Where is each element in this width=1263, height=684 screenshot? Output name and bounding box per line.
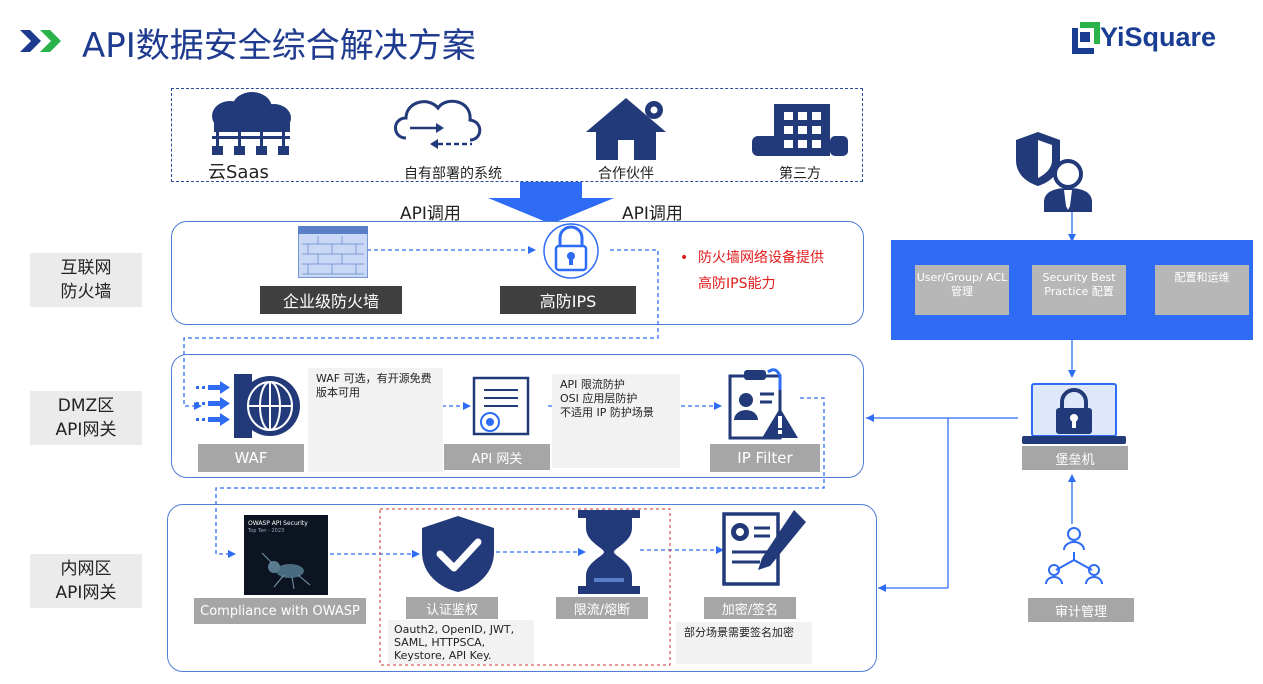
ips-label: 高防IPS [500,286,636,314]
hourglass-icon [578,510,640,594]
laptop-lock-icon [1022,383,1126,444]
zone-label-dmz: DMZ区 API网关 [30,391,142,445]
admin-item-acl: User/Group/ ACL 管理 [915,265,1009,315]
waf-note: WAF 可选，有开源免费版本可用 [308,368,443,472]
house-gear-icon [586,98,666,160]
api-call-label-right: API调用 [622,204,683,224]
gateway-note: API 限流防护 OSI 应用层防护 不适用 IP 防护场景 [552,374,680,468]
owasp-badge: OWASP API Security Top Ten - 2023 [244,515,328,595]
gateway-note-line3: 不适用 IP 防护场景 [560,406,654,419]
building-icon [752,104,848,156]
sources-box [171,88,863,182]
source-label-partner: 合作伙伴 [598,166,654,182]
certificate-icon [472,376,530,436]
zone-label-intranet-line2: API网关 [55,583,117,603]
waf-globe-icon [234,374,300,438]
api-gateway-label: API 网关 [444,444,550,470]
encrypt-label: 加密/签名 [704,597,796,619]
admin-item-ops: 配置和运维 [1155,265,1249,315]
waf-label: WAF [198,444,304,472]
owasp-label: Compliance with OWASP [194,598,366,624]
cloud-network-icon [212,92,291,155]
zone-label-intranet: 内网区 API网关 [30,554,142,608]
ip-filter-label: IP Filter [710,444,820,472]
lock-shield-icon [543,223,599,279]
bullet-icon: • [680,250,689,266]
owasp-badge-sub: Top Ten - 2023 [248,528,285,534]
zone-label-intranet-line1: 内网区 [60,559,112,579]
encrypt-note: 部分场景需要签名加密 [676,622,812,664]
internet-note-text2: 高防IPS能力 [698,276,776,292]
internet-note-line1: • 防火墙网络设备提供 [680,245,824,271]
page-title: API数据安全综合解决方案 [82,26,476,66]
cloud-sync-icon [394,99,482,149]
source-label-self-hosted: 自有部署的系统 [404,166,502,182]
firewall-label: 企业级防火墙 [260,286,402,314]
ant-icon [261,552,311,590]
signed-document-icon [722,510,806,586]
owasp-badge-title: OWASP API Security [248,520,308,527]
zone-label-internet-line2: 防火墙 [60,282,112,302]
logo-mark-icon [1072,22,1100,58]
gateway-note-line1: API 限流防护 [560,378,625,391]
bastion-label: 堡垒机 [1022,446,1128,470]
rate-limit-label: 限流/熔断 [556,597,648,619]
zone-label-dmz-line2: API网关 [55,420,117,440]
auth-note: Oauth2, OpenID, JWT, SAML, HTTPSCA, Keys… [388,620,534,664]
ip-filter-icon [728,368,798,440]
gateway-note-line2: OSI 应用层防护 [560,392,638,405]
shield-check-icon [422,516,494,592]
auth-label: 认证鉴权 [406,597,498,619]
title-chevron-icon [20,30,64,56]
internet-note: • 防火墙网络设备提供 高防IPS能力 [680,245,824,297]
zone-label-dmz-line1: DMZ区 [57,396,115,416]
api-call-down-arrow [488,182,614,224]
source-label-third-party: 第三方 [779,166,821,182]
org-chart-icon [1045,527,1103,585]
source-label-saas: 云Saas [208,162,269,183]
security-admin-icon [1016,132,1092,212]
traffic-arrows-icon [196,381,230,426]
audit-label: 审计管理 [1028,598,1134,622]
zone-label-internet: 互联网 防火墙 [30,253,142,307]
admin-item-best-practice: Security Best Practice 配置 [1032,265,1126,315]
internet-note-text1: 防火墙网络设备提供 [698,250,824,266]
zone-label-internet-line1: 互联网 [60,258,112,278]
logo-text: YiSquare [1100,22,1217,52]
firewall-icon [298,226,368,278]
api-call-label-left: API调用 [400,204,461,224]
